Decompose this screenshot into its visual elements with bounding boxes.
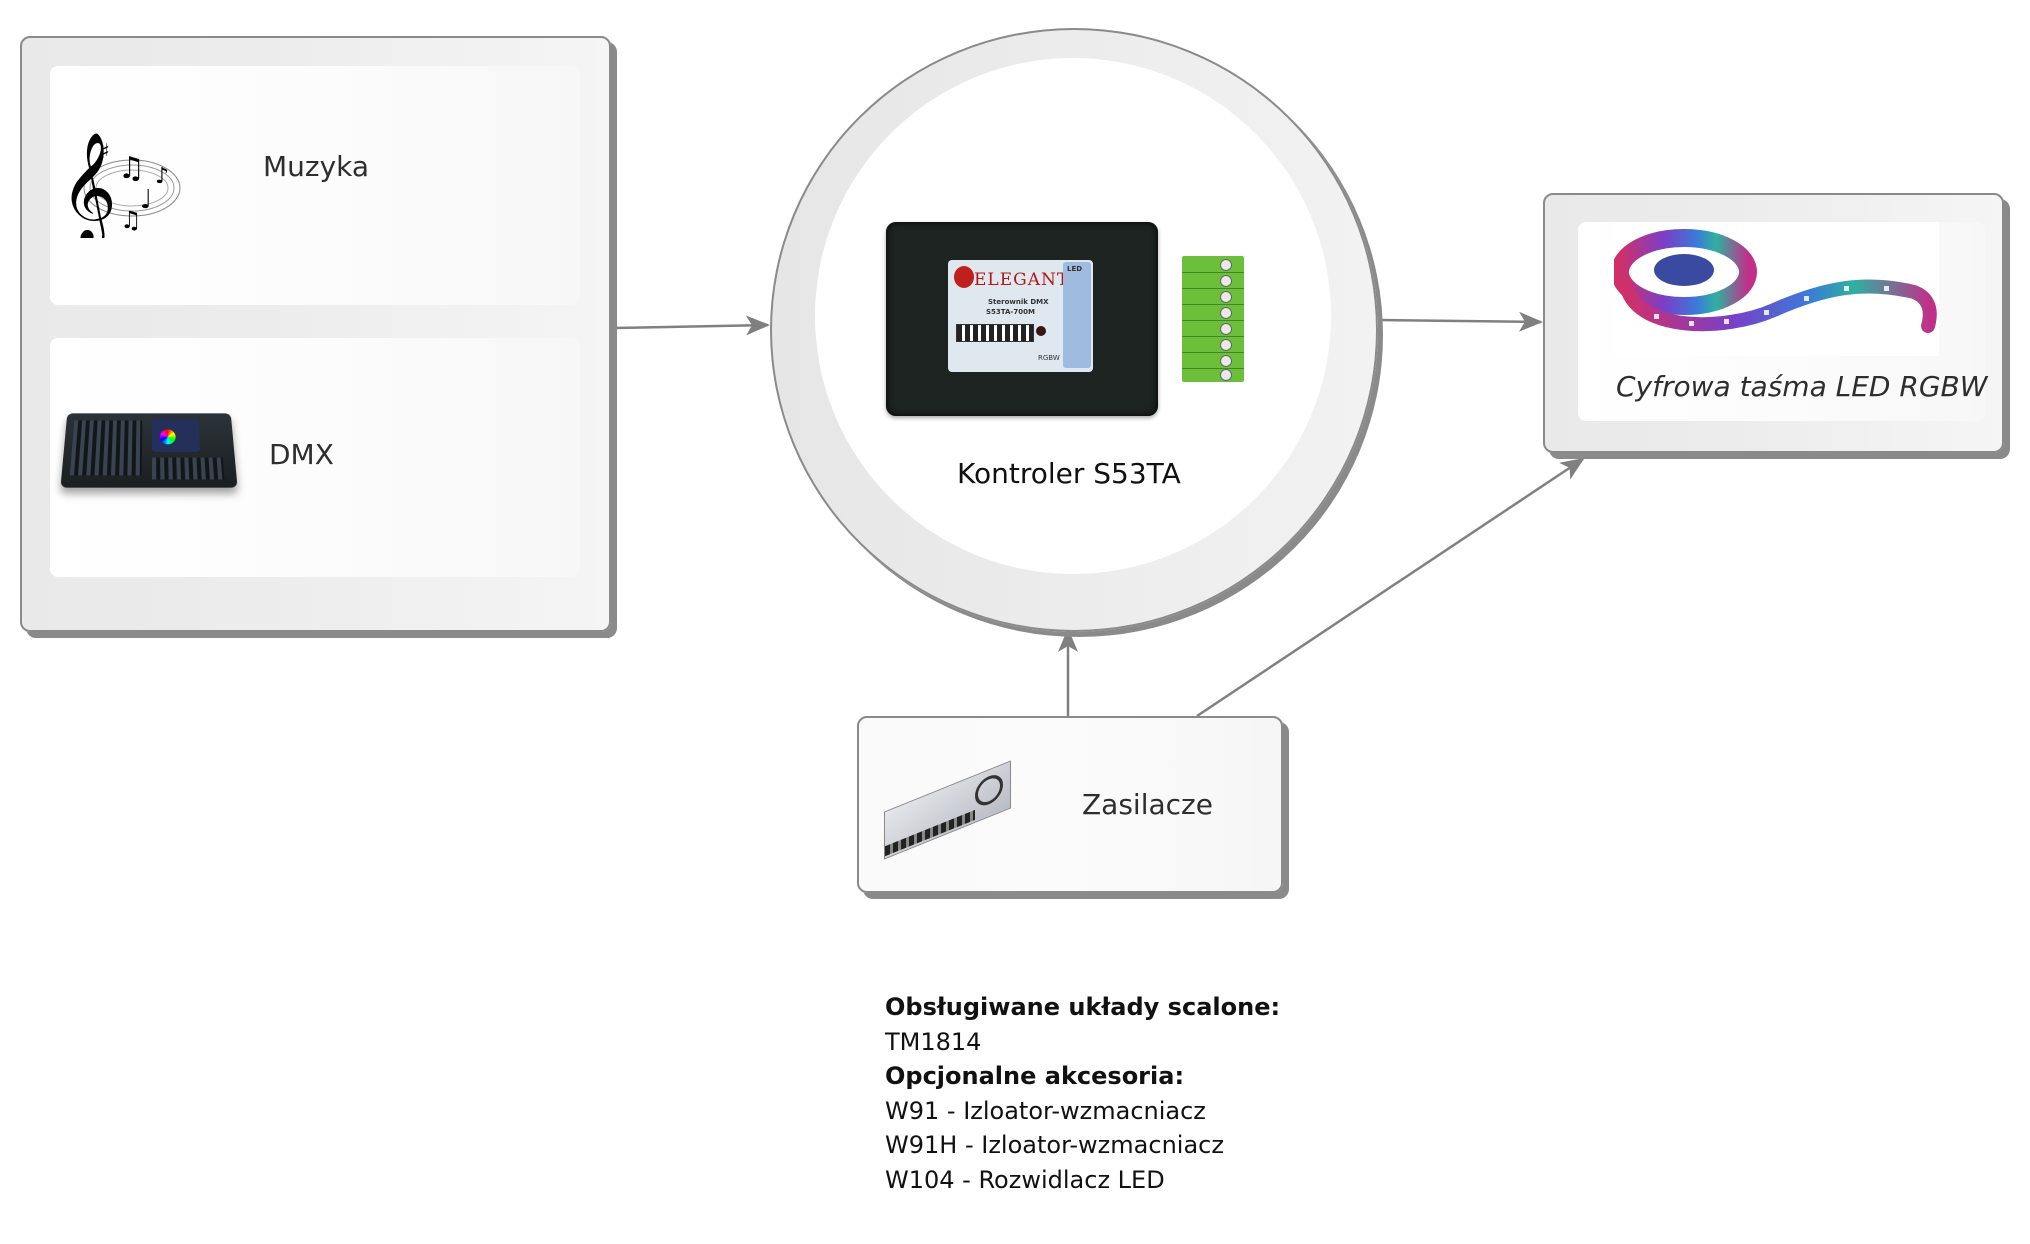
connector-controller-to-output — [1379, 311, 1543, 332]
connector-power-to-output — [1196, 457, 1585, 718]
input-label-dmx: DMX — [269, 438, 334, 471]
svg-text:♫: ♫ — [118, 151, 145, 186]
controller-housing: ELEGANT Sterownik DMX S53TA-700M RGBW LE… — [886, 222, 1158, 416]
accessory-item: W91H - Izloator-wzmacniacz — [885, 1131, 1224, 1159]
dip-switch[interactable] — [956, 324, 1034, 342]
svg-text:♪: ♪ — [155, 164, 169, 189]
power-supply-icon — [878, 756, 1018, 860]
power-supply-label: Zasilacze — [1082, 788, 1213, 821]
music-notes-icon: 𝄞 ♫ ♩ ♯ ♪ ♫ — [60, 128, 185, 248]
svg-text:♯: ♯ — [100, 139, 110, 163]
svg-text:♫: ♫ — [120, 206, 142, 234]
supported-ic-item: TM1814 — [885, 1027, 982, 1056]
output-label: Cyfrowa taśma LED RGBW — [1616, 370, 1988, 403]
accessories-heading: Opcjonalne akcesoria: — [885, 1062, 1185, 1090]
input-label-music: Muzyka — [263, 150, 370, 183]
controller-tag: RGBW — [1038, 354, 1060, 362]
svg-text:𝄞: 𝄞 — [60, 131, 117, 238]
controller-device-image: ELEGANT Sterownik DMX S53TA-700M RGBW LE… — [886, 222, 1286, 420]
supported-ics-heading: Obsługiwane układy scalone: — [885, 993, 1281, 1021]
accessory-item: W91 - Izloator-wzmacniacz — [885, 1096, 1206, 1125]
info-block: Obsługiwane układy scalone: TM1814 Opcjo… — [885, 990, 1280, 1197]
dmx-console-icon — [60, 410, 239, 495]
input-card-dmx[interactable]: DMX — [50, 338, 580, 577]
terminal-block-icon — [1182, 256, 1244, 382]
led-strip-icon — [1611, 222, 1939, 356]
accessory-item: W104 - Rozwidlacz LED — [885, 1165, 1165, 1194]
controller-model: S53TA-700M — [986, 308, 1035, 316]
controller-front-label: ELEGANT Sterownik DMX S53TA-700M RGBW LE… — [948, 260, 1093, 372]
controller-terminal-legend: LED — [1063, 262, 1091, 368]
program-button[interactable] — [1036, 326, 1046, 336]
brand-logo-icon — [954, 266, 974, 288]
controller-brand: ELEGANT — [974, 270, 1070, 290]
svg-text:♩: ♩ — [140, 185, 152, 215]
output-card: Cyfrowa taśma LED RGBW — [1578, 222, 1988, 421]
controller-label: Kontroler S53TA — [957, 457, 1181, 490]
connector-inputs-to-controller — [613, 315, 770, 336]
input-card-music[interactable]: 𝄞 ♫ ♩ ♯ ♪ ♫ Muzyka — [50, 66, 580, 305]
controller-subtitle: Sterownik DMX — [988, 298, 1049, 306]
